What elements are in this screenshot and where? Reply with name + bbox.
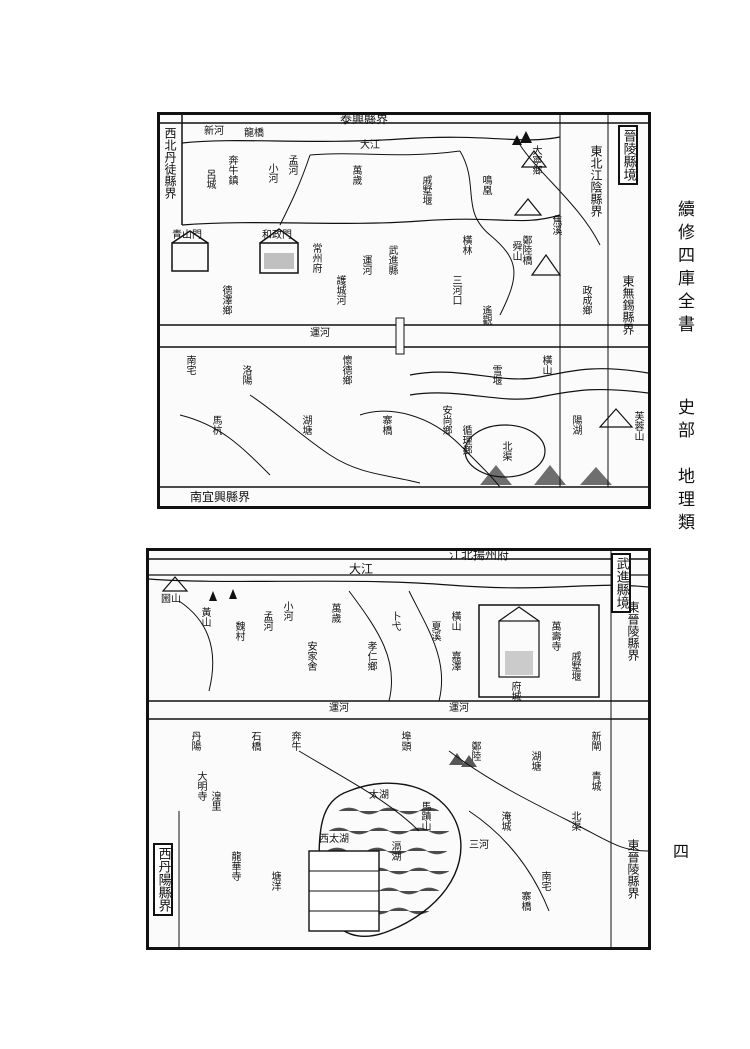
place-label: 北渠 <box>569 811 580 831</box>
place-label: 政成鄉 <box>580 285 591 315</box>
place-label: 夏溪 <box>429 621 440 641</box>
map-top-drawing <box>160 115 648 488</box>
place-label: 戚墅堰 <box>569 651 580 681</box>
place-label: 奔牛鎮 <box>226 155 237 185</box>
place-label: 圌山 <box>161 594 181 605</box>
place-label: 青城 <box>589 771 600 791</box>
border-label-left-bottom: 西丹陽縣界 <box>153 843 173 916</box>
place-label: 萬歲 <box>329 603 340 623</box>
place-label: 小河 <box>266 163 277 183</box>
place-label: 寨橋 <box>380 415 391 435</box>
place-label: 大明寺 <box>195 771 206 801</box>
place-label: 武進縣 <box>386 245 397 275</box>
border-label-right-upper: 東晉陵縣界 <box>626 601 640 661</box>
place-label: 三河口 <box>450 275 461 305</box>
border-label-left-top: 西北丹徒縣界 <box>163 127 177 199</box>
place-label: 石橋 <box>249 731 260 751</box>
place-label: 埠頭 <box>399 731 410 751</box>
border-label-top-left: 武進縣境 <box>611 553 631 613</box>
border-label-top: 江北揚州府 <box>449 548 510 562</box>
place-label: 奔牛 <box>289 731 300 751</box>
border-label-bottom: 南宜興縣界 <box>190 490 251 504</box>
place-label: 嘉澤 <box>449 651 460 671</box>
border-label-right-middle: 東無錫縣界 <box>621 275 635 335</box>
place-label: 橫林 <box>460 235 471 255</box>
place-label: 湖塘 <box>529 751 540 771</box>
place-label: 大江 <box>360 140 380 151</box>
place-label: 淹城 <box>499 811 510 831</box>
place-label: 馬蹟山 <box>419 801 430 831</box>
place-label: 新閘 <box>589 731 600 751</box>
place-label: 德澤鄉 <box>220 285 231 315</box>
place-label: 陽湖 <box>570 415 581 435</box>
border-label-top-river: 大江 <box>349 562 374 576</box>
place-label: 青山門 <box>172 230 202 241</box>
place-label: 太湖 <box>369 790 389 801</box>
border-label-top: 泰興縣界 <box>340 112 389 126</box>
place-label: 和政門 <box>262 230 292 241</box>
river-label: 運河 <box>329 703 349 714</box>
place-label: 萬壽寺 <box>549 621 560 651</box>
place-label: 鄭陸橋 <box>520 235 531 265</box>
place-label: 運河 <box>360 255 371 275</box>
place-label: 焦溪 <box>550 215 561 235</box>
place-label: 遙觀 <box>480 305 491 325</box>
place-label: 孟河 <box>286 155 297 175</box>
place-label: 龍橋 <box>244 128 264 139</box>
place-label: 卜弋 <box>389 611 400 631</box>
place-label: 舜山 <box>510 241 521 261</box>
place-label: 滆湖 <box>389 841 400 861</box>
place-label: 馬杭 <box>210 415 221 435</box>
place-label: 湖塘 <box>300 415 311 435</box>
place-label: 小河 <box>281 601 292 621</box>
place-label: 懷德鄉 <box>340 355 351 385</box>
book-title: 續修四庫全書 <box>674 200 694 338</box>
place-label: 北渠 <box>500 441 511 461</box>
book-category: 史部 地理類 <box>674 398 694 536</box>
place-label: 西太湖 <box>319 834 349 845</box>
place-label: 孝仁鄉 <box>365 641 376 671</box>
place-label: 鄭陸 <box>469 741 480 761</box>
place-label: 湟里 <box>209 791 220 811</box>
border-label-right-upper: 東北江陰縣界 <box>589 145 603 217</box>
place-label: 南宅 <box>184 355 195 375</box>
place-label: 塘洋 <box>269 871 280 891</box>
place-label: 萬歲 <box>350 165 361 185</box>
place-label: 安尚鄉 <box>440 405 451 435</box>
place-label: 護城河 <box>334 275 345 305</box>
border-label-right-lower: 東晉陵縣界 <box>626 839 640 899</box>
place-label: 常州府 <box>310 243 321 273</box>
place-label: 魏村 <box>233 621 244 641</box>
place-label: 新河 <box>204 126 224 137</box>
map-bottom: 江北揚州府 大江 武進縣境 東晉陵縣界 東晉陵縣界 西丹陽縣界 運河 圌山 黃山… <box>146 548 651 950</box>
place-label: 大寧鄉 <box>530 145 541 175</box>
place-label: 孟河 <box>261 611 272 631</box>
place-label: 丹陽 <box>189 731 200 751</box>
river-label: 運河 <box>310 328 330 339</box>
place-label: 循理鄉 <box>460 425 471 455</box>
place-label: 雪堰 <box>490 365 501 385</box>
place-label: 龍華寺 <box>229 851 240 881</box>
place-label: 安家舍 <box>305 641 316 671</box>
place-label: 芙蓉山 <box>632 411 643 441</box>
place-label: 鳴凰 <box>480 175 491 195</box>
place-label: 橫山 <box>540 355 551 375</box>
page-number: 四 <box>673 842 690 861</box>
place-label: 橫山 <box>449 611 460 631</box>
place-label: 寨橋 <box>519 891 530 911</box>
place-label: 三河 <box>469 840 489 851</box>
map-bottom-drawing <box>149 551 648 947</box>
place-label: 黃山 <box>199 607 210 627</box>
border-label-top-right: 晉陵縣境 <box>618 125 638 185</box>
place-label: 戚墅堰 <box>420 175 431 205</box>
place-label: 呂城 <box>204 169 215 189</box>
place-label: 運河 <box>449 703 469 714</box>
place-label: 南宅 <box>539 871 550 891</box>
place-label: 洛陽 <box>240 365 251 385</box>
place-label: 府城 <box>509 681 520 701</box>
map-top: 泰興縣界 晉陵縣境 東北江陰縣界 東無錫縣界 西北丹徒縣界 南宜興縣界 運河 新… <box>157 112 651 509</box>
